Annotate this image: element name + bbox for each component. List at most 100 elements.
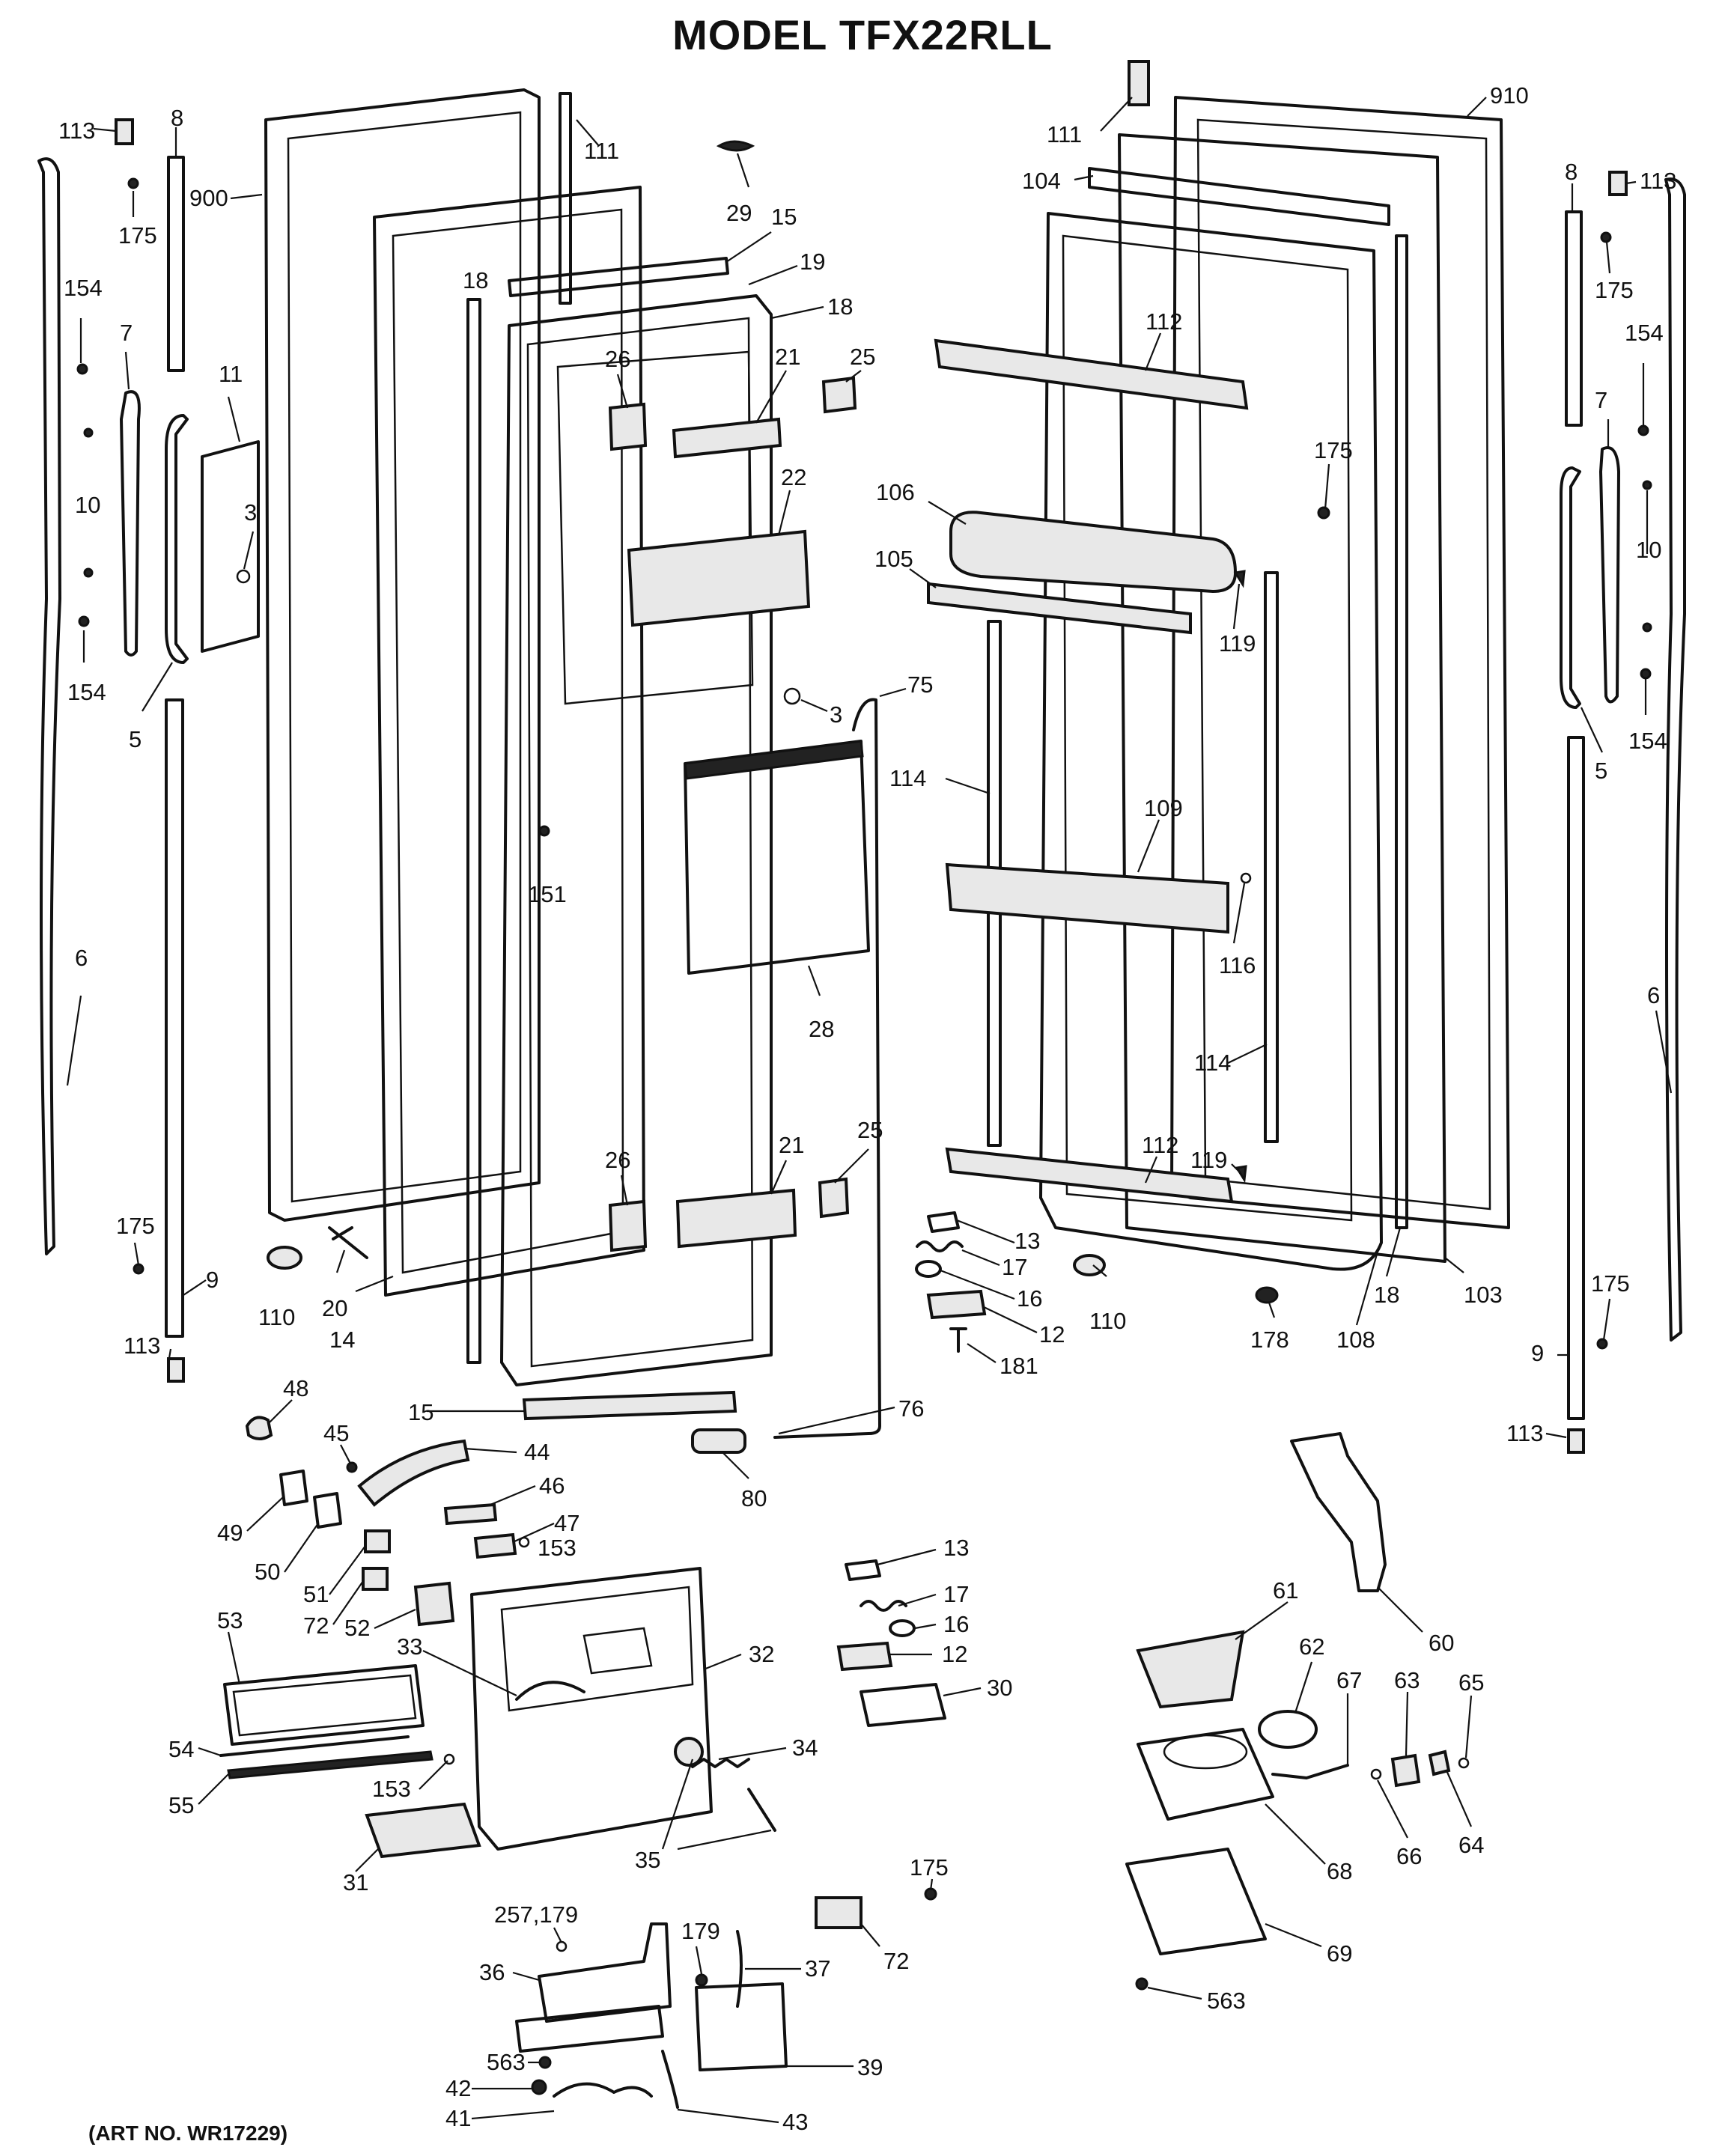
leader (770, 305, 824, 320)
outer-door-900 (264, 88, 541, 1222)
callout-label: 15 (771, 204, 797, 230)
screw-154-right-b (1640, 668, 1652, 680)
leader (512, 1971, 540, 1982)
leader (124, 351, 130, 390)
callout-label: 181 (1000, 1353, 1038, 1379)
leader (1232, 883, 1246, 944)
leader (1655, 1010, 1673, 1094)
callout-label: 151 (528, 881, 567, 907)
leader (463, 1447, 517, 1454)
door-liner-108 (1039, 212, 1383, 1271)
callout-label: 6 (75, 945, 88, 971)
callout-label: 26 (605, 346, 630, 372)
leader (227, 396, 241, 442)
leader (914, 1623, 937, 1630)
callout-label: 112 (1146, 308, 1182, 335)
leader (93, 127, 117, 133)
callout-label: 32 (749, 1641, 774, 1667)
screw-151 (538, 825, 550, 837)
callout-label: 44 (524, 1439, 550, 1465)
callout-label: 6 (1647, 982, 1660, 1008)
shelf-21-bottom (675, 1188, 797, 1249)
callout-label: 25 (857, 1117, 883, 1143)
callout-label: 76 (898, 1395, 924, 1422)
callout-label: 21 (775, 344, 800, 370)
callout-label: 49 (217, 1520, 243, 1546)
callout-label: 26 (605, 1147, 630, 1173)
nut-65 (1458, 1757, 1470, 1769)
leader (1467, 97, 1487, 117)
leader (335, 1249, 346, 1273)
callout-label: 154 (1628, 728, 1667, 754)
cup-61 (1136, 1630, 1245, 1709)
callout-label: 19 (800, 249, 825, 275)
callout-label: 33 (397, 1633, 422, 1660)
callout-label: 11 (219, 361, 243, 387)
wire-33 (515, 1681, 585, 1701)
callout-label: 9 (1531, 1340, 1544, 1366)
gasket-strip-right (1664, 177, 1686, 1342)
plate-13-lower (845, 1559, 881, 1581)
housing-32-inner (500, 1586, 694, 1712)
leader (748, 264, 798, 286)
callout-label: 63 (1394, 1667, 1420, 1693)
callout-label: 110 (1089, 1308, 1126, 1334)
callout-label: 34 (792, 1735, 818, 1761)
screw-563-lower-left (538, 2056, 552, 2069)
screw-10-left-a (83, 427, 94, 438)
leader (703, 1653, 742, 1671)
callout-label: 104 (1022, 168, 1061, 194)
screw-10-right-b (1642, 622, 1652, 633)
leader (1265, 1922, 1322, 1948)
leader (1235, 1601, 1289, 1640)
callout-label: 119 (1190, 1147, 1227, 1173)
screw-10-left-b (83, 567, 94, 578)
liner-upper-compartment (556, 350, 754, 705)
callout-label: 16 (943, 1611, 969, 1637)
gasket-strip-left (37, 157, 61, 1255)
callout-label: 52 (344, 1615, 370, 1641)
leader (956, 1219, 1015, 1244)
leader (877, 1548, 937, 1566)
bracket-49 (279, 1470, 308, 1506)
callout-label: 75 (907, 672, 933, 698)
leader (1232, 583, 1241, 630)
screw-175-right (1600, 231, 1612, 243)
callout-label: 153 (372, 1776, 411, 1802)
mounting-plate-11 (201, 440, 260, 653)
screw-154-left-a (76, 363, 88, 375)
leader (340, 1444, 351, 1464)
callout-label: 154 (1625, 320, 1664, 346)
knob-64 (1428, 1750, 1451, 1776)
leader (620, 1175, 629, 1206)
leader (1464, 1695, 1473, 1758)
leader (1602, 1298, 1611, 1341)
leader (246, 1496, 284, 1532)
leader (243, 531, 255, 570)
callout-label: 39 (857, 2054, 883, 2080)
block-52 (413, 1581, 455, 1627)
leader (1144, 332, 1162, 371)
bar-15-top (508, 257, 729, 297)
leader (1074, 174, 1094, 181)
callout-label: 45 (323, 1420, 349, 1446)
leader (419, 1760, 448, 1790)
door-handle-left (165, 414, 189, 664)
leader (355, 1848, 379, 1872)
pin-20 (328, 1226, 368, 1259)
callout-label: 47 (554, 1510, 579, 1536)
callout-label: 18 (1374, 1282, 1399, 1308)
strip-55 (227, 1750, 433, 1779)
bracket-50 (313, 1492, 342, 1529)
strip-18-right (1395, 234, 1408, 1229)
shelf-bar-112-top (934, 338, 1249, 410)
leader (898, 1593, 937, 1607)
screw-179 (695, 1973, 708, 1987)
knob-63 (1390, 1753, 1421, 1788)
callout-label: 80 (741, 1485, 767, 1511)
bin-106 (949, 511, 1238, 594)
callout-label: 10 (75, 492, 100, 518)
callout-label: 17 (943, 1581, 969, 1607)
leader (422, 1650, 517, 1696)
leader (778, 1406, 895, 1435)
